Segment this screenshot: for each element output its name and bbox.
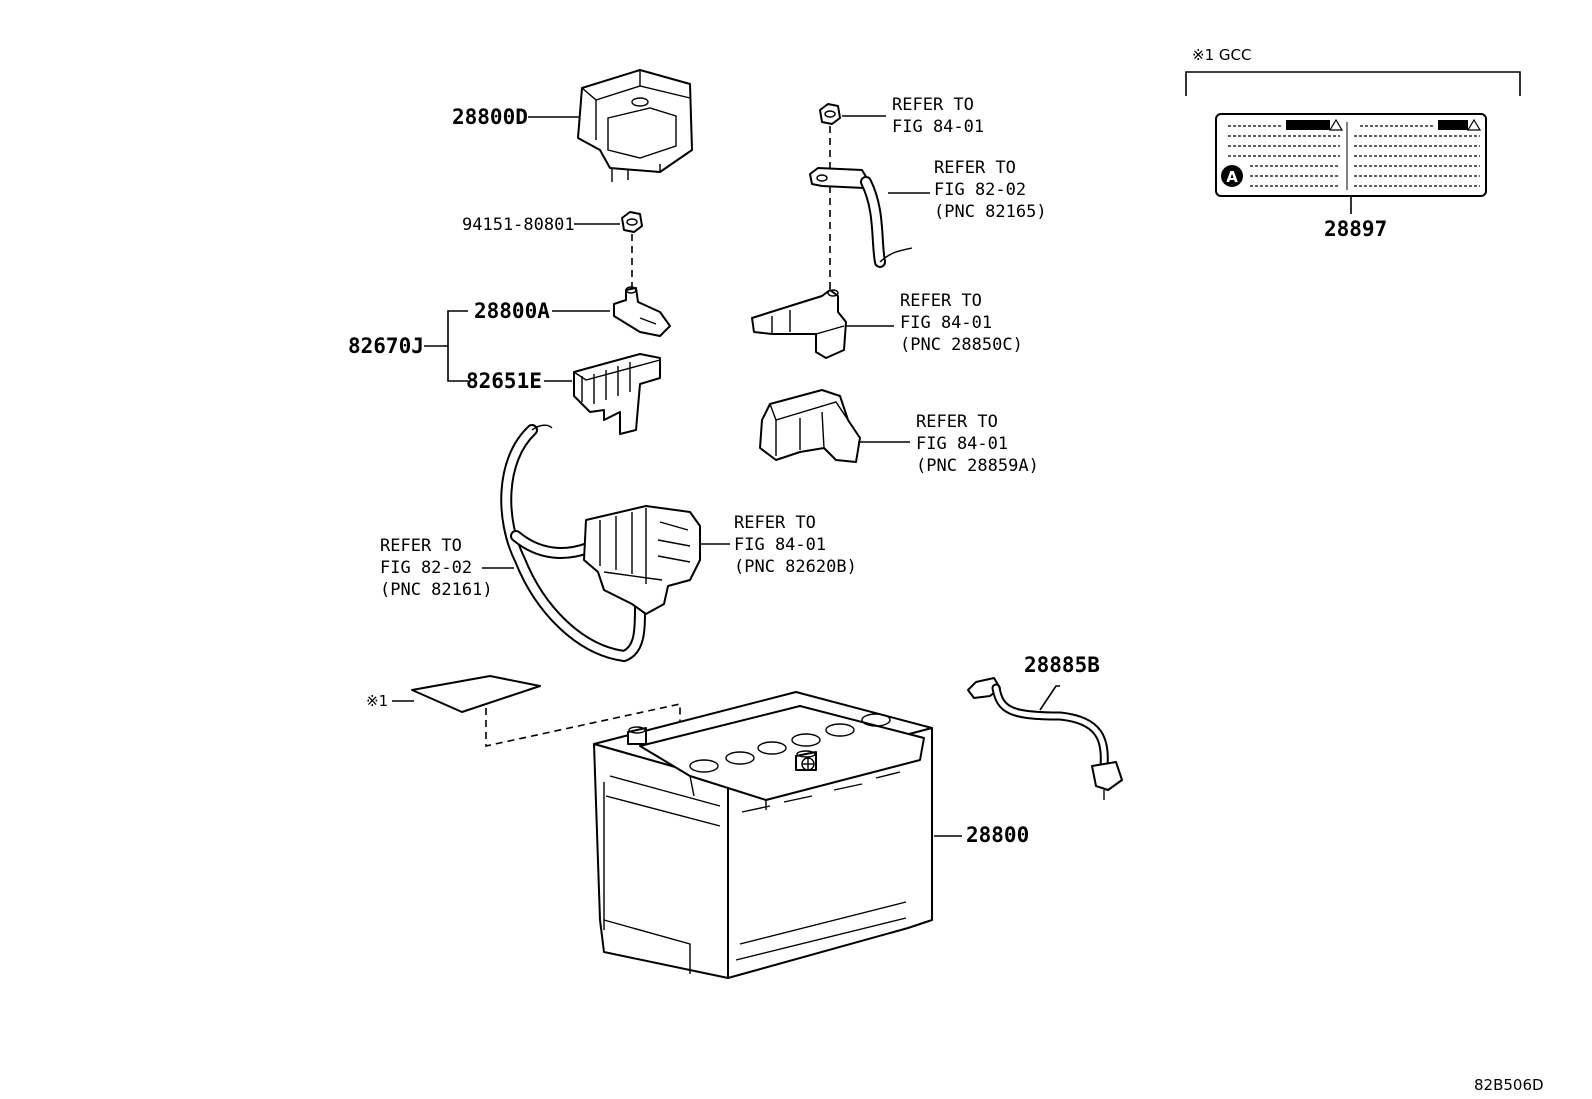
refer-line-15: REFER TO bbox=[380, 536, 462, 556]
nut-top-right[interactable] bbox=[819, 103, 841, 125]
figure-code: 82B506D bbox=[1474, 1076, 1544, 1094]
part-number-28897: 28897 bbox=[1324, 217, 1387, 241]
refer-line-13: FIG 84-01 bbox=[734, 535, 826, 555]
part-number-28800D: 28800D bbox=[452, 105, 528, 129]
battery-caps bbox=[689, 713, 891, 773]
refer-line-5: (PNC 82165) bbox=[934, 202, 1047, 222]
refer-line-14: (PNC 82620B) bbox=[734, 557, 857, 577]
fuse-block-82651E[interactable] bbox=[573, 353, 661, 435]
refer-line-6: REFER TO bbox=[900, 291, 982, 311]
refer-line-7: FIG 84-01 bbox=[900, 313, 992, 333]
positive-cable-82161[interactable] bbox=[500, 424, 646, 663]
battery-terminal-positive bbox=[795, 750, 817, 771]
refer-line-12: REFER TO bbox=[734, 513, 816, 533]
note1-marker: ※1 bbox=[366, 692, 388, 710]
junction-block-82620B[interactable] bbox=[583, 505, 701, 615]
cover-28800D[interactable] bbox=[577, 69, 693, 182]
label-mark-circle bbox=[1221, 165, 1243, 187]
part-number-28800: 28800 bbox=[966, 823, 1029, 847]
refer-line-11: (PNC 28859A) bbox=[916, 456, 1039, 476]
terminal-sensor-28850C[interactable] bbox=[751, 289, 847, 359]
part-number-28885B: 28885B bbox=[1024, 653, 1100, 677]
refer-line-2: FIG 84-01 bbox=[892, 117, 984, 137]
part-number-82670J: 82670J bbox=[348, 334, 424, 358]
battery-28800[interactable] bbox=[593, 691, 933, 979]
part-number-82651E: 82651E bbox=[466, 369, 542, 393]
refer-line-16: FIG 82-02 bbox=[380, 558, 472, 578]
refer-line-9: REFER TO bbox=[916, 412, 998, 432]
label-mark-letter: A bbox=[1226, 168, 1238, 186]
refer-line-4: FIG 82-02 bbox=[934, 180, 1026, 200]
vent-hose-28885B[interactable] bbox=[967, 677, 1123, 800]
ground-cable-82165[interactable] bbox=[809, 167, 913, 268]
gcc-note: ※1 GCC bbox=[1192, 46, 1251, 64]
refer-line-17: (PNC 82161) bbox=[380, 580, 493, 600]
label-plate-note1[interactable] bbox=[411, 675, 541, 713]
refer-line-10: FIG 84-01 bbox=[916, 434, 1008, 454]
cover-28859A[interactable] bbox=[759, 389, 861, 463]
refer-line-8: (PNC 28850C) bbox=[900, 335, 1023, 355]
label-text-lines bbox=[1228, 118, 1482, 190]
battery-terminal-negative bbox=[627, 726, 647, 745]
refer-line-3: REFER TO bbox=[934, 158, 1016, 178]
nut-94151-80801[interactable] bbox=[621, 211, 643, 233]
caution-label-28897[interactable]: A bbox=[1215, 113, 1487, 197]
terminal-28800A[interactable] bbox=[613, 286, 671, 337]
part-number-28800A: 28800A bbox=[474, 299, 550, 323]
refer-line-1: REFER TO bbox=[892, 95, 974, 115]
part-number-94151-80801: 94151-80801 bbox=[462, 215, 575, 235]
